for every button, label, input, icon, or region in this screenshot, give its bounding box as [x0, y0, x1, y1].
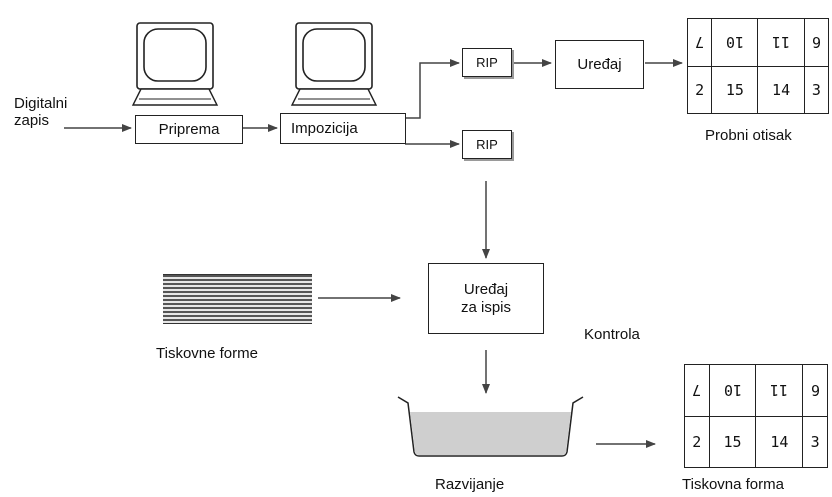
proof-label: Probni otisak — [705, 127, 792, 144]
control-label: Kontrola — [584, 326, 640, 343]
form-cell: 14 — [755, 415, 804, 468]
form-cell: 7 — [684, 364, 710, 417]
proof-imposition-grid: 7 10 11 6 2 15 14 3 — [686, 18, 830, 114]
rip-box-top: RIP — [462, 48, 512, 77]
form-cell: 11 — [755, 364, 804, 417]
proof-cell: 14 — [757, 65, 805, 114]
proof-cell: 7 — [686, 18, 713, 67]
proof-cell: 3 — [803, 65, 830, 114]
form-cell: 6 — [802, 364, 828, 417]
form-cell: 2 — [684, 415, 710, 468]
priprema-box: Priprema — [135, 115, 243, 144]
form-cell: 10 — [708, 364, 757, 417]
digital-input-label-line1: Digitalni — [14, 95, 68, 112]
form-cell: 15 — [708, 415, 757, 468]
proof-cell: 11 — [757, 18, 805, 67]
arrow-impozicija-to-rip-top — [405, 59, 460, 119]
output-device-label-line2: za ispis — [460, 298, 512, 316]
printing-form-label: Tiskovna forma — [682, 476, 784, 493]
output-device-label-line1: Uređaj — [463, 280, 509, 298]
plates-label: Tiskovne forme — [156, 345, 258, 362]
proof-cell: 2 — [686, 65, 713, 114]
developing-tray-icon — [397, 396, 584, 457]
computer-monitor-icon — [290, 22, 378, 106]
printing-plates-icon — [163, 274, 312, 324]
digital-input-label-line2: zapis — [14, 112, 50, 129]
developing-label: Razvijanje — [435, 476, 505, 493]
form-cell: 3 — [802, 415, 828, 468]
uredaj-box: Uređaj — [555, 40, 644, 89]
proof-cell: 10 — [711, 18, 759, 67]
output-device-box: Uređaj za ispis — [428, 263, 544, 334]
computer-monitor-icon — [131, 22, 219, 106]
proof-cell: 15 — [711, 65, 759, 114]
printing-form-grid: 7 10 11 6 2 15 14 3 — [684, 364, 828, 468]
proof-cell: 6 — [803, 18, 830, 67]
impozicija-box: Impozicija — [280, 113, 406, 144]
rip-box-bottom: RIP — [462, 130, 512, 159]
